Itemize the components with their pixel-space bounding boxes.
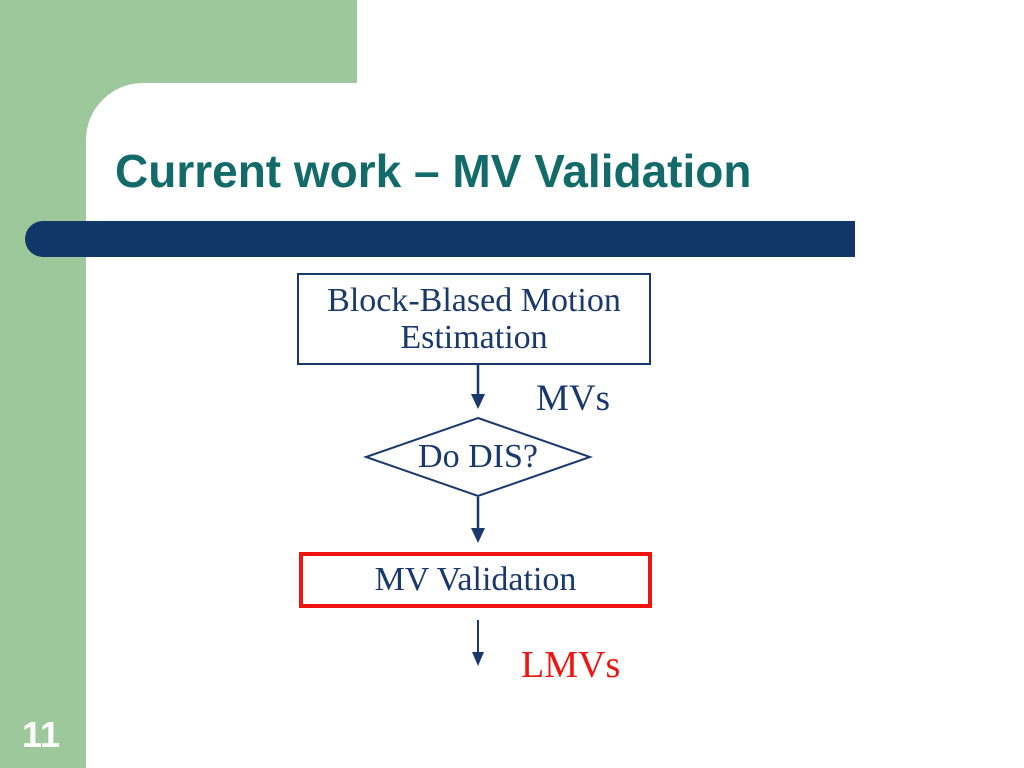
diamond-do-dis-label: Do DIS?: [418, 438, 538, 475]
motion-estimation-line1: Block-Blased Motion: [327, 282, 621, 319]
lmvs-label: LMVs: [521, 644, 621, 686]
mvs-label: MVs: [536, 378, 611, 419]
page-number: 11: [22, 714, 61, 755]
slide-title: Current work – MV Validation: [115, 145, 752, 197]
flow-box-mv-validation: MV Validation: [299, 552, 652, 608]
motion-estimation-line2: Estimation: [400, 319, 548, 356]
title-accent-bar: [25, 221, 855, 257]
flow-box-motion-estimation: Block-Blased Motion Estimation: [297, 273, 651, 365]
